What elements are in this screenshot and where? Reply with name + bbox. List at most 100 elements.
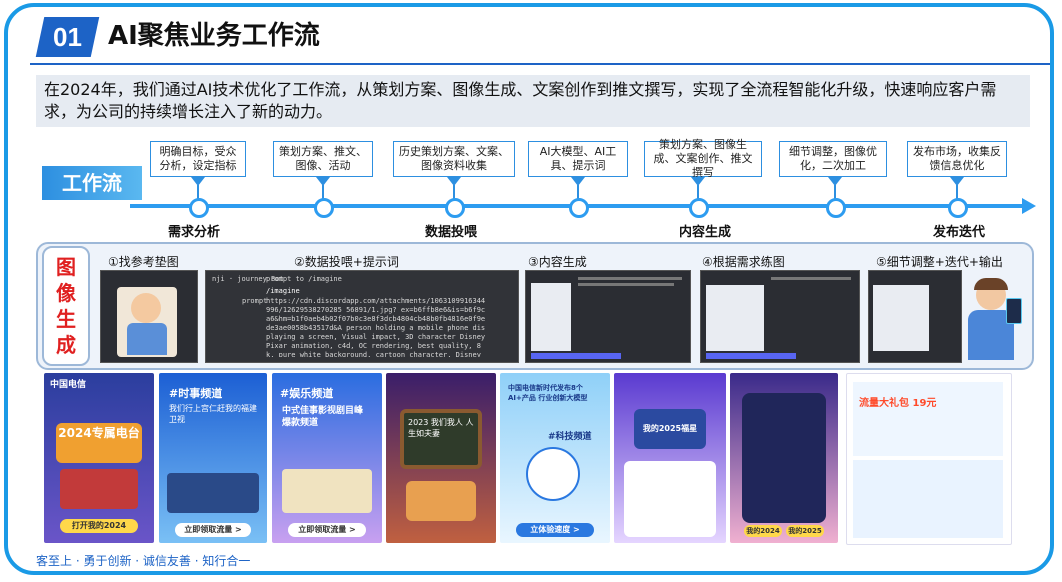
ship-illustration [167,473,259,513]
step-connector [956,185,958,201]
poster-button: 立即领取流量 > [288,523,366,537]
character-body [127,323,167,355]
stage-label: 内容生成 [679,225,732,240]
step-connector [577,185,579,201]
workflow-step-5: 策划方案、图像生成、文案创作、推文撰写 [644,138,762,179]
poster-8: 流量大礼包 19元 [846,373,1012,545]
poster-headline: 中国电信新时代发布8个 AI+产品 行业创新大模型 [508,384,588,402]
discord-channel: nji · journey Bot [212,275,284,283]
discord-prompt-text: https://cdn.discordapp.com/attachments/1… [266,297,486,357]
stage-label: 发布迭代 [933,225,986,240]
poster-1: 中国电信 2024专属电台 打开我的2024 [44,373,154,543]
action-buttons [706,353,796,359]
robot-illustration [526,447,580,501]
poster-tag: 中国电信 [50,380,87,390]
step-pointer [950,177,964,186]
tv-illustration [406,481,476,521]
poster-button: 我的2025 [786,525,824,537]
character-head [131,293,161,323]
poster-6: 我的2025福星 [614,373,726,543]
timeline-node [189,198,209,218]
generated-image-grid [873,285,929,351]
timeline-node [826,198,846,218]
poster-tag: #娱乐频道 [280,387,334,400]
poster-4: 2023 我们我人 人生如夫妻 [386,373,496,543]
image-step-title: ④根据需求练图 [702,255,785,269]
poster-button: 我的2024 [744,525,782,537]
poster-headline: 流量大礼包 19元 [859,398,937,409]
stage-label: 数据投喂 [425,225,478,240]
content-generation-screenshot [525,270,691,363]
step-connector [322,185,324,201]
poster-headline: 我的2025福星 [634,409,706,449]
step-pointer [571,177,585,186]
label-char: 像 [56,281,76,305]
poster-button: 立体验速度 > [516,523,594,537]
poster-button: 立即领取流量 > [175,523,251,537]
workflow-step-7: 发布市场，收集反馈信息优化 [907,141,1007,177]
workflow-step-4: AI大模型、AI工具、提示词 [528,141,628,177]
timeline-node [569,198,589,218]
poster-2: #时事频道 我们行上宫仁赶我的福建卫视 立即领取流量 > [159,373,267,543]
text-line [578,283,674,286]
stage-label: 需求分析 [168,225,221,240]
workflow-step-1: 明确目标，受众分析，设定指标 [150,141,246,177]
image-step-title: ②数据投喂+提示词 [294,255,399,269]
section-number-badge: 01 [35,17,100,57]
image-step-title: ③内容生成 [528,255,587,269]
step-connector [697,185,699,201]
step-connector [453,185,455,201]
step-pointer [316,177,330,186]
offer-list [624,461,716,537]
label-char: 图 [56,255,76,279]
company-tagline: 客至上 · 勇于创新 · 诚信友善 · 知行合一 [36,554,251,568]
poster-3: #娱乐频道 中式佳事影视剧目峰 爆款频道 立即领取流量 > [272,373,382,543]
text-line [771,277,851,280]
timeline-node [314,198,334,218]
section-title: AI聚焦业务工作流 [108,21,320,51]
promo-grid [853,382,1003,456]
discord-command: /imagine [266,287,300,295]
poster-headline: 我们行上宫仁赶我的福建卫视 [169,404,257,424]
discord-prompt-screenshot: nji · journey Bot prompt to /imagine /im… [205,270,519,363]
final-output-screenshot [868,270,962,363]
image-step-title: ⑤细节调整+迭代+输出 [876,255,1003,269]
poster-tag: #科技频道 [548,432,592,442]
step-pointer [828,177,842,186]
poster-headline: 2023 我们我人 人生如夫妻 [400,409,482,469]
intro-paragraph: 在2024年，我们通过AI技术优化了工作流，从策划方案、图像生成、文案创作到推文… [36,75,1030,127]
phone-mockup [742,393,826,523]
poster-5: 中国电信新时代发布8个 AI+产品 行业创新大模型 #科技频道 立体验速度 > [500,373,610,543]
reference-image-screenshot [100,270,198,363]
poster-headline: 中式佳事影视剧目峰 爆款频道 [282,406,364,428]
timeline-node [445,198,465,218]
label-char: 成 [56,333,76,357]
workflow-step-3: 历史策划方案、文案、图像资料收集 [393,141,515,177]
promo-grid [853,460,1003,538]
label-char: 生 [56,307,76,331]
timeline-node [689,198,709,218]
generated-image-grid [531,283,571,351]
poster-tag: #时事频道 [169,387,223,400]
workflow-label: 工作流 [42,166,142,200]
generated-image-grid [706,285,764,351]
step-connector [834,185,836,201]
character-hair [974,278,1008,290]
timeline-arrowhead [1022,198,1036,214]
step-pointer [447,177,461,186]
text-line [578,277,682,280]
step-pointer [691,177,705,186]
discord-prompt-label: prompt to /imagine [266,275,342,283]
poster-headline: 2024专属电台 [56,423,142,463]
action-buttons [531,353,621,359]
poster-7: 我的2024 我的2025 [730,373,838,543]
workflow-step-2: 策划方案、推文、图像、活动 [273,141,373,177]
workflow-step-6: 细节调整，图像优化，二次加工 [779,141,887,177]
step-connector [197,185,199,201]
radio-illustration [60,469,138,509]
cartoon-character-output [962,278,1022,364]
title-underline [30,63,1050,65]
phone-icon [1006,298,1022,324]
timeline-node [948,198,968,218]
tv-illustration [282,469,372,513]
